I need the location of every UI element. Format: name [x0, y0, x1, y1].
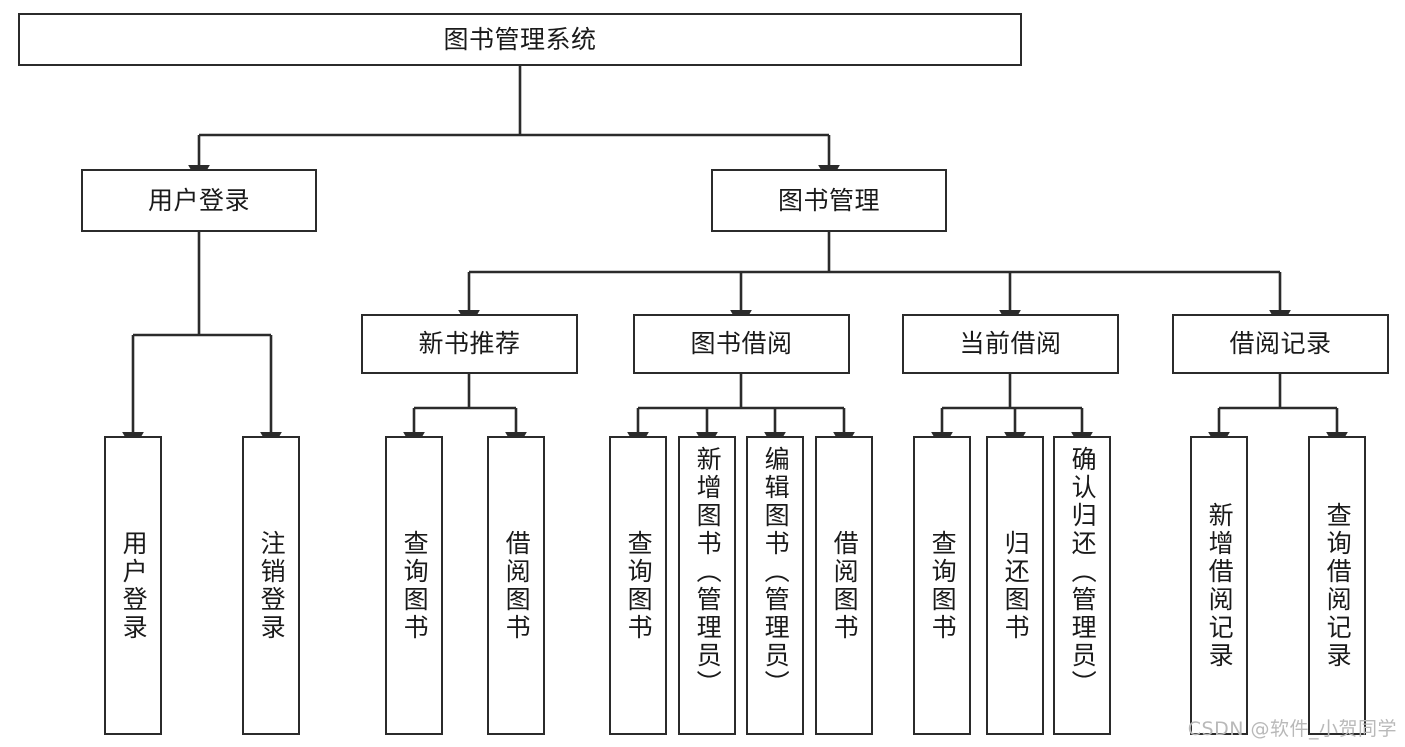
connector-trunk — [133, 232, 271, 337]
leaf-add-book-admin[interactable]: 新增图书（管理员） — [678, 436, 736, 735]
node-root-system[interactable]: 图书管理系统 — [18, 13, 1022, 66]
node-book-borrow[interactable]: 图书借阅 — [633, 314, 850, 374]
leaf-logout[interactable]: 注销登录 — [242, 436, 300, 735]
node-label: 用户登录 — [119, 529, 149, 642]
connector-trunk — [638, 374, 844, 410]
node-label: 图书借阅 — [690, 329, 793, 359]
node-label: 当前借阅 — [959, 329, 1062, 359]
node-current-borrow[interactable]: 当前借阅 — [902, 314, 1119, 374]
leaf-borrow-book-recommend[interactable]: 借阅图书 — [487, 436, 545, 735]
node-label: 借阅图书 — [830, 529, 860, 642]
leaf-query-borrow-record[interactable]: 查询借阅记录 — [1308, 436, 1366, 735]
node-borrow-record[interactable]: 借阅记录 — [1172, 314, 1389, 374]
node-label: 新增借阅记录 — [1205, 501, 1235, 670]
connector-trunk — [942, 374, 1082, 410]
node-label: 借阅记录 — [1229, 329, 1332, 359]
connector-trunk — [199, 66, 829, 137]
leaf-user-login[interactable]: 用户登录 — [104, 436, 162, 735]
leaf-return-book[interactable]: 归还图书 — [986, 436, 1044, 735]
csdn-watermark: CSDN @软件_小贺同学 — [1187, 718, 1397, 740]
node-label: 新书推荐 — [418, 329, 521, 359]
connector-trunk — [1219, 374, 1337, 410]
connector-trunk — [414, 374, 516, 410]
leaf-confirm-return-admin[interactable]: 确认归还（管理员） — [1053, 436, 1111, 735]
node-label: 查询图书 — [624, 529, 654, 642]
node-label: 注销登录 — [257, 529, 287, 642]
leaf-edit-book-admin[interactable]: 编辑图书（管理员） — [746, 436, 804, 735]
node-label: 查询图书 — [928, 529, 958, 642]
connector-trunk — [469, 232, 1280, 274]
node-label: 用户登录 — [147, 185, 250, 215]
leaf-query-book-current[interactable]: 查询图书 — [913, 436, 971, 735]
node-label: 查询借阅记录 — [1323, 501, 1353, 670]
node-label: 图书管理 — [777, 185, 880, 215]
node-label: 新增图书（管理员） — [693, 446, 723, 698]
leaf-add-borrow-record[interactable]: 新增借阅记录 — [1190, 436, 1248, 735]
leaf-query-book-borrow[interactable]: 查询图书 — [609, 436, 667, 735]
node-label: 图书管理系统 — [443, 24, 597, 54]
node-label: 借阅图书 — [502, 529, 532, 642]
leaf-query-book-recommend[interactable]: 查询图书 — [385, 436, 443, 735]
node-new-book-recommend[interactable]: 新书推荐 — [361, 314, 578, 374]
leaf-borrow-book-borrow[interactable]: 借阅图书 — [815, 436, 873, 735]
node-book-manage[interactable]: 图书管理 — [711, 169, 947, 232]
node-user-login[interactable]: 用户登录 — [81, 169, 317, 232]
node-label: 归还图书 — [1001, 529, 1031, 642]
node-label: 确认归还（管理员） — [1068, 446, 1098, 698]
node-label: 编辑图书（管理员） — [761, 446, 791, 698]
node-label: 查询图书 — [400, 529, 430, 642]
